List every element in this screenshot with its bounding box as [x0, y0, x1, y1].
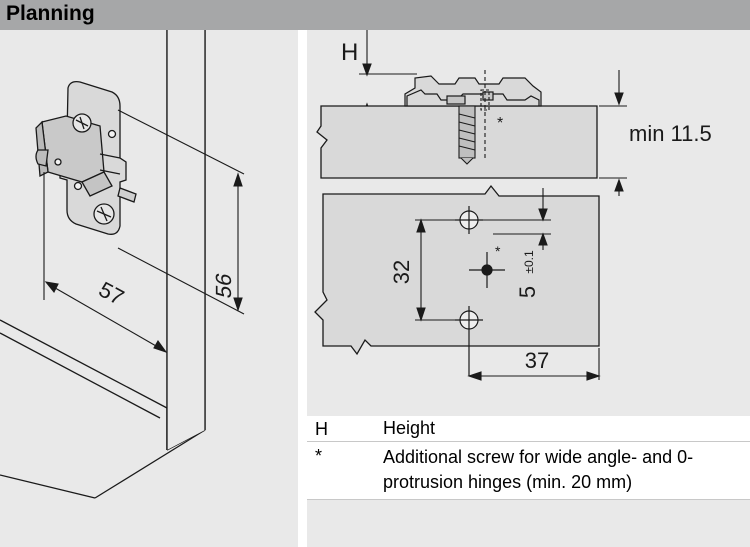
dimension-32-label: 32	[389, 260, 414, 284]
section-title: Planning	[6, 2, 95, 25]
star-section: *	[497, 115, 503, 132]
section-board	[316, 105, 598, 179]
technical-drawing: H *	[314, 30, 712, 381]
dimension-min-11-5	[599, 70, 627, 196]
dimension-5-tolerance: ±0.1	[522, 250, 536, 274]
legend-key: *	[315, 446, 323, 466]
star-plan: *	[495, 243, 501, 259]
dimension-56	[117, 109, 245, 315]
label-min-11-5: min 11.5	[629, 121, 712, 146]
perspective-drawing: 56 57	[0, 29, 245, 499]
plan-board	[314, 184, 600, 356]
legend-key: H	[315, 419, 328, 439]
legend-text: Additional screw for wide angle- and 0-p…	[383, 447, 694, 492]
section-header: Planning	[0, 0, 750, 30]
dimension-37	[467, 348, 601, 381]
screw-section	[458, 70, 490, 165]
legend-row: * Additional screw for wide angle- and 0…	[307, 443, 750, 500]
dimension-56-label: 56	[211, 271, 236, 301]
plate-section-profile	[404, 75, 542, 107]
dimension-5	[479, 188, 551, 250]
legend-table: H Height * Additional screw for wide ang…	[307, 416, 750, 500]
label-h: H	[341, 39, 358, 66]
dimension-37-label: 37	[525, 348, 549, 373]
legend-row: H Height	[307, 416, 750, 442]
mounting-plate-3d	[35, 80, 137, 235]
dimension-57	[43, 172, 168, 354]
dimension-5-label: 5	[515, 286, 540, 298]
perspective-drawing-panel: 56 57	[0, 29, 298, 547]
dimension-57-label: 57	[95, 277, 128, 311]
dimension-32	[415, 218, 457, 322]
legend-text: Height	[383, 418, 436, 438]
plan-holes	[455, 206, 505, 376]
